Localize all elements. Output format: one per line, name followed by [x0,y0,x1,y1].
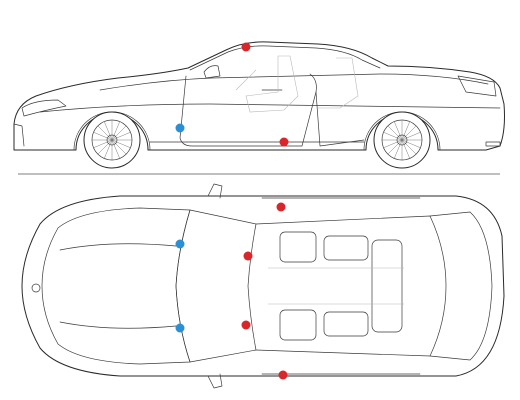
top-left-mirror [207,183,223,199]
side-character-line [39,103,501,113]
side-taillight [457,75,497,97]
top-seats [268,231,404,341]
side-steering-ghost [235,69,257,91]
top-hood-contour [41,207,191,365]
top-logo [31,283,41,293]
marker-top-left-sill [276,202,286,212]
top-view [21,183,505,389]
side-headlight [21,99,67,117]
side-seat-ghost [245,55,299,113]
top-door-seams [261,197,421,375]
top-hood-crease [59,243,177,329]
markers [175,42,289,380]
side-rear-door [315,91,365,147]
top-right-mirror [207,373,223,389]
top-body-outline [21,195,505,377]
side-rear-wheel [373,111,431,169]
side-nose [13,123,25,147]
side-beltline [99,73,489,91]
top-cabin-frame [255,215,447,357]
marker-top-left-windshield [175,239,185,249]
side-front-door [179,73,317,147]
top-rear-deck [429,211,493,361]
side-window-line [189,45,381,71]
marker-side-a-pillar-top [241,42,251,52]
side-mirror [203,65,221,79]
marker-side-b-pillar-bottom [279,137,289,147]
marker-top-right-a-pillar [241,320,251,330]
side-exhaust [485,141,501,147]
marker-side-front-door [175,123,185,133]
side-rear-seat-ghost [318,57,359,109]
marker-top-left-a-pillar [243,251,253,261]
top-windshield [175,209,257,363]
marker-top-right-sill [278,370,288,380]
marker-top-right-windshield [175,323,185,333]
side-front-wheel [83,111,141,169]
side-view [13,41,505,169]
side-body-outline [13,41,505,151]
